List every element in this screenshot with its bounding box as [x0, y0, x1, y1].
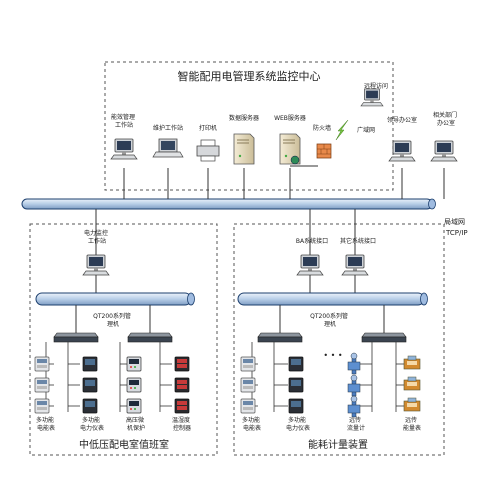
right-device-label-3: 远传 流量计 [347, 416, 365, 432]
center-drop-lines [123, 165, 445, 199]
lightning-icon [335, 119, 349, 141]
left-device-label-1: 多功能 电能表 [36, 416, 56, 432]
center-title: 智能配用电管理系统监控中心 [178, 69, 321, 83]
power-instrument-column [82, 356, 98, 414]
right-switch-1-icon [257, 332, 303, 343]
maintenance-laptop-icon [152, 138, 184, 158]
flowmeter-column [347, 352, 361, 418]
firewall-label: 防火墙 [313, 124, 331, 132]
wan-label: 广域网 [357, 126, 375, 134]
leader-office-pc-icon [388, 140, 416, 162]
energy-workstation-icon [110, 138, 138, 160]
room-uplinks [95, 209, 356, 255]
other-interface-label: 其它系统接口 [340, 237, 376, 245]
leader-office-label: 领导办公室 [387, 116, 417, 124]
printer-icon [196, 139, 220, 162]
web-server-label: WEB服务器 [274, 114, 306, 122]
right-power-instrument-column [288, 356, 304, 414]
right-device-label-1: 多功能 电能表 [242, 416, 262, 432]
right-room-caption: 能耗计量装置 [308, 438, 368, 451]
ba-interface-label: BA系统接口 [296, 237, 328, 245]
left-room-frame [29, 223, 218, 456]
database-server-label: 数据服务器 [229, 114, 259, 122]
multifunction-meter-column [34, 356, 50, 414]
maintenance-workstation-label: 维护工作站 [153, 124, 183, 132]
lan-protocol: TCP/IP [445, 229, 468, 237]
ba-interface-pc-icon [296, 254, 324, 276]
firewall-icon [316, 143, 332, 159]
left-device-label-3: 高压微 机保护 [126, 416, 146, 432]
more-devices-ellipsis: • • • [323, 351, 342, 360]
left-sub-bus [35, 292, 195, 306]
printer-label: 打印机 [199, 124, 217, 132]
hv-relay-column [126, 356, 142, 414]
lan-name: 局域网 [444, 217, 465, 226]
left-switch-2-icon [127, 332, 173, 343]
right-sub-bus [237, 292, 428, 306]
power-monitor-station-label: 电力监控 工作站 [84, 229, 110, 245]
left-device-label-4: 温湿度 控制器 [172, 416, 192, 432]
left-switch-label: QT200系列管 理机 [93, 312, 133, 328]
right-switch-label: QT200系列管 理机 [310, 312, 350, 328]
database-server-icon [233, 133, 255, 165]
dept-office-pc-icon [430, 140, 458, 162]
lan-bus [21, 198, 436, 210]
right-device-label-4: 远传 能量表 [403, 416, 421, 432]
power-monitor-pc-icon [82, 254, 110, 276]
energy-workstation-label: 能效管理 工作站 [111, 113, 137, 129]
left-device-wiring [45, 342, 172, 412]
temp-controller-column [174, 356, 190, 414]
right-room-frame [233, 223, 445, 456]
left-room-caption: 中低压配电室值班室 [79, 438, 169, 451]
dept-office-label: 相关部门 办公室 [433, 111, 459, 127]
remote-access-label: 远程访问 [364, 82, 388, 90]
right-switch-2-icon [361, 332, 407, 343]
other-interface-pc-icon [341, 254, 369, 276]
monitoring-center-frame [104, 61, 394, 191]
left-device-label-2: 多功能 电力仪表 [80, 416, 104, 432]
remote-access-pc-icon [360, 88, 384, 107]
web-server-icon [279, 133, 301, 165]
left-switch-1-icon [53, 332, 99, 343]
energy-meter-column [403, 355, 421, 412]
right-multifunction-meter-column [240, 356, 256, 414]
right-device-label-2: 多功能 电力仪表 [286, 416, 310, 432]
